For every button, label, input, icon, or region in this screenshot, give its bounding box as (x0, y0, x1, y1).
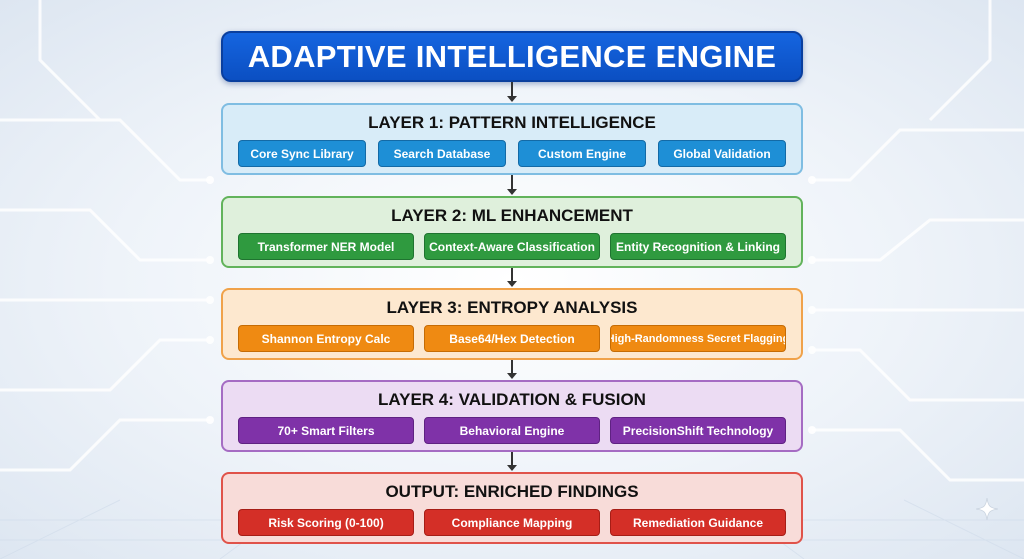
component-chip: High-Randomness Secret Flagging (610, 325, 786, 352)
connector-line (511, 82, 513, 96)
component-chip: 70+ Smart Filters (238, 417, 414, 444)
connector-line (511, 360, 513, 373)
component-chip: Search Database (378, 140, 506, 167)
component-chip: Compliance Mapping (424, 509, 600, 536)
layer-1-pattern-intelligence: LAYER 1: PATTERN INTELLIGENCE Core Sync … (221, 103, 803, 175)
layer-2-ml-enhancement: LAYER 2: ML ENHANCEMENT Transformer NER … (221, 196, 803, 268)
component-chip: Custom Engine (518, 140, 646, 167)
layer-title: LAYER 4: VALIDATION & FUSION (378, 390, 646, 409)
component-chip: Risk Scoring (0-100) (238, 509, 414, 536)
arrow-down-icon (507, 189, 517, 195)
connector-line (511, 268, 513, 281)
engine-title: ADAPTIVE INTELLIGENCE ENGINE (247, 38, 777, 74)
layer-title: LAYER 3: ENTROPY ANALYSIS (386, 298, 638, 317)
layer-title: LAYER 2: ML ENHANCEMENT (391, 206, 633, 225)
arrow-down-icon (507, 373, 517, 379)
sparkle-icon (976, 498, 998, 520)
component-chip: Context-Aware Classification (424, 233, 600, 260)
connector-line (511, 175, 513, 189)
layer-title: OUTPUT: ENRICHED FINDINGS (385, 482, 639, 501)
arrow-down-icon (507, 465, 517, 471)
output-enriched-findings: OUTPUT: ENRICHED FINDINGS Risk Scoring (… (221, 472, 803, 544)
component-chip: PrecisionShift Technology (610, 417, 786, 444)
component-chip: Shannon Entropy Calc (238, 325, 414, 352)
arrow-down-icon (507, 96, 517, 102)
engine-title-box: ADAPTIVE INTELLIGENCE ENGINE (221, 31, 803, 82)
arrow-down-icon (507, 281, 517, 287)
component-chip: Remediation Guidance (610, 509, 786, 536)
layer-4-validation-fusion: LAYER 4: VALIDATION & FUSION 70+ Smart F… (221, 380, 803, 452)
component-chip: Entity Recognition & Linking (610, 233, 786, 260)
connector-line (511, 452, 513, 465)
component-chip: Base64/Hex Detection (424, 325, 600, 352)
component-chip: Global Validation (658, 140, 786, 167)
component-chip: Transformer NER Model (238, 233, 414, 260)
component-chip: Core Sync Library (238, 140, 366, 167)
layer-title: LAYER 1: PATTERN INTELLIGENCE (368, 113, 656, 132)
layer-3-entropy-analysis: LAYER 3: ENTROPY ANALYSIS Shannon Entrop… (221, 288, 803, 360)
component-chip: Behavioral Engine (424, 417, 600, 444)
